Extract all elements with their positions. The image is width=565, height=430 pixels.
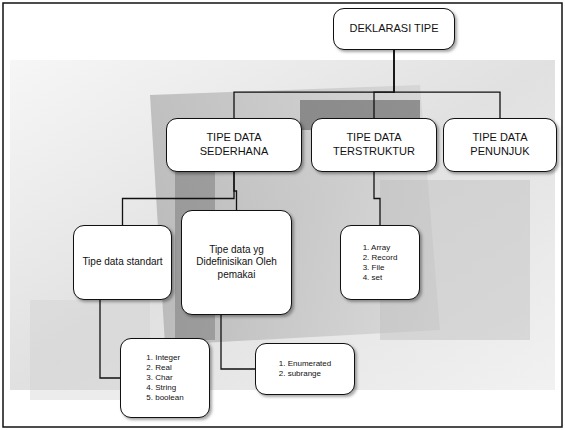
- text-holder: TIPE DATA PENUNJUK: [444, 127, 556, 163]
- text-holder: DEKLARASI TIPE: [343, 18, 444, 40]
- text-holder: Tipe data standart: [76, 252, 168, 273]
- tree-connector: [221, 315, 255, 369]
- root-box: DEKLARASI TIPE: [333, 8, 455, 50]
- list-item: 4. set: [363, 273, 383, 283]
- list-item: 1. Array: [363, 243, 391, 253]
- list-item: 1. Enumerated: [279, 359, 331, 369]
- category-box: TIPE DATA TERSTRUKTUR: [311, 118, 437, 172]
- tree-connector: [100, 300, 120, 378]
- list-item: 3. File: [363, 263, 385, 273]
- subcategory-box: Tipe data standart: [73, 225, 172, 300]
- list-item: 2. Record: [363, 253, 398, 263]
- subcategory-box: Tipe data yg Didefinisikan Oleh pemakai: [181, 210, 292, 315]
- list-item: 2. subrange: [279, 369, 321, 379]
- text-holder: 1. Integer2. Real3. Char4. String5. bool…: [140, 349, 189, 407]
- list-item: 4. String: [146, 383, 176, 393]
- category-box: TIPE DATA SEDERHANA: [166, 118, 302, 172]
- picture-frame: [3, 3, 562, 427]
- box-label: TIPE DATA PENUNJUK: [450, 131, 550, 159]
- box-label: TIPE DATA SEDERHANA: [173, 131, 295, 159]
- box-label: Tipe data yg Didefinisikan Oleh pemakai: [188, 244, 285, 282]
- text-holder: TIPE DATA SEDERHANA: [167, 127, 301, 163]
- list-box: 1. Enumerated2. subrange: [255, 343, 355, 395]
- box-label: DEKLARASI TIPE: [349, 22, 438, 36]
- tree-connector: [234, 172, 237, 210]
- box-label: Tipe data standart: [82, 256, 162, 269]
- tree-connector: [374, 50, 394, 118]
- list-item: 5. boolean: [146, 393, 183, 403]
- text-holder: 1. Array2. Record3. File4. set: [357, 239, 404, 287]
- text-holder: TIPE DATA TERSTRUKTUR: [312, 127, 436, 163]
- text-holder: Tipe data yg Didefinisikan Oleh pemakai: [182, 240, 291, 286]
- box-label: TIPE DATA TERSTRUKTUR: [318, 131, 430, 159]
- list-item: 3. Char: [146, 373, 172, 383]
- tree-connector: [234, 50, 394, 118]
- tree-connector: [374, 172, 380, 225]
- list-item: 1. Integer: [146, 353, 180, 363]
- list-item: 2. Real: [146, 363, 171, 373]
- category-box: TIPE DATA PENUNJUK: [443, 118, 557, 172]
- tree-connector: [394, 50, 500, 118]
- text-holder: 1. Enumerated2. subrange: [273, 355, 337, 383]
- list-box: 1. Integer2. Real3. Char4. String5. bool…: [120, 338, 210, 418]
- list-box: 1. Array2. Record3. File4. set: [340, 225, 420, 300]
